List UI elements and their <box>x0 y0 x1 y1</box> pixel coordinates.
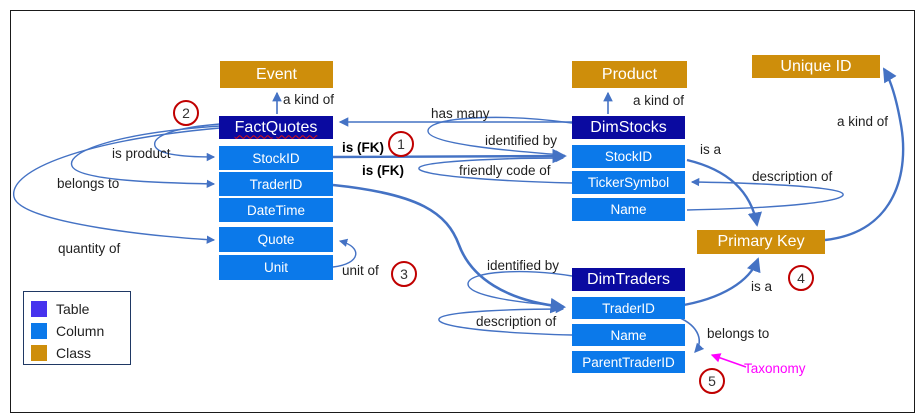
callout-1: 1 <box>388 131 414 157</box>
edge-label-a-kind-of-event: a kind of <box>283 92 335 107</box>
class-node-product: Product <box>572 61 687 88</box>
column-dimstocks-tickersymbol: TickerSymbol <box>572 171 685 194</box>
legend: Table Column Class <box>23 291 131 365</box>
table-header-dimstocks: DimStocks <box>572 116 685 139</box>
edge-label-has-many: has many <box>431 106 490 121</box>
callout-2: 2 <box>173 100 199 126</box>
class-node-primary-key: Primary Key <box>697 230 825 254</box>
column-dimtraders-parenttraderid: ParentTraderID <box>572 351 685 373</box>
class-node-unique-id: Unique ID <box>752 55 880 78</box>
legend-item-table: Table <box>31 301 89 317</box>
column-factquotes-quote: Quote <box>219 227 333 252</box>
edge-label-belongs-to-trader: belongs to <box>707 326 770 341</box>
edge-label-description-of-stocks: description of <box>752 169 833 184</box>
edge-label-description-of-traders: description of <box>476 314 557 329</box>
edge-label-a-kind-of-unique: a kind of <box>837 114 889 129</box>
column-factquotes-datetime: DateTime <box>219 198 333 222</box>
column-dimtraders-name: Name <box>572 324 685 346</box>
callout-3: 3 <box>391 261 417 287</box>
edge-label-a-kind-of-product: a kind of <box>633 93 685 108</box>
legend-swatch-table <box>31 301 47 317</box>
class-node-event: Event <box>220 61 333 88</box>
taxonomy-annotation: Taxonomy <box>744 361 806 376</box>
legend-swatch-column <box>31 323 47 339</box>
column-dimstocks-stockid: StockID <box>572 145 685 168</box>
table-header-factquotes: FactQuotes <box>219 116 333 139</box>
edge-label-is-a-stock: is a <box>700 142 722 157</box>
edge-label-is-fk-trader: is (FK) <box>362 163 404 178</box>
column-factquotes-stockid: StockID <box>219 146 333 170</box>
column-factquotes-traderid: TraderID <box>219 172 333 196</box>
edge-label-identified-by-stocks: identified by <box>485 133 558 148</box>
column-dimtraders-traderid: TraderID <box>572 297 685 319</box>
edge-label-is-fk-stock: is (FK) <box>342 140 384 155</box>
column-factquotes-unit: Unit <box>219 255 333 280</box>
edge-label-is-a-trader: is a <box>751 279 773 294</box>
edge-label-belongs-to-fact: belongs to <box>57 176 120 191</box>
edge-label-identified-by-traders: identified by <box>487 258 560 273</box>
legend-label-table: Table <box>56 301 90 317</box>
column-dimstocks-name: Name <box>572 198 685 221</box>
legend-item-column: Column <box>31 323 104 339</box>
diagram-frame <box>10 10 915 413</box>
table-header-dimtraders: DimTraders <box>572 268 685 291</box>
table-name-factquotes: FactQuotes <box>234 118 318 136</box>
callout-5: 5 <box>699 368 725 394</box>
edge-label-is-product: is product <box>112 146 171 161</box>
legend-label-column: Column <box>56 323 105 339</box>
edge-label-friendly-code-of: friendly code of <box>459 163 551 178</box>
legend-swatch-class <box>31 345 47 361</box>
edge-label-unit-of: unit of <box>342 263 379 278</box>
legend-item-class: Class <box>31 345 91 361</box>
callout-4: 4 <box>788 265 814 291</box>
edge-label-quantity-of: quantity of <box>58 241 121 256</box>
legend-label-class: Class <box>56 345 92 361</box>
